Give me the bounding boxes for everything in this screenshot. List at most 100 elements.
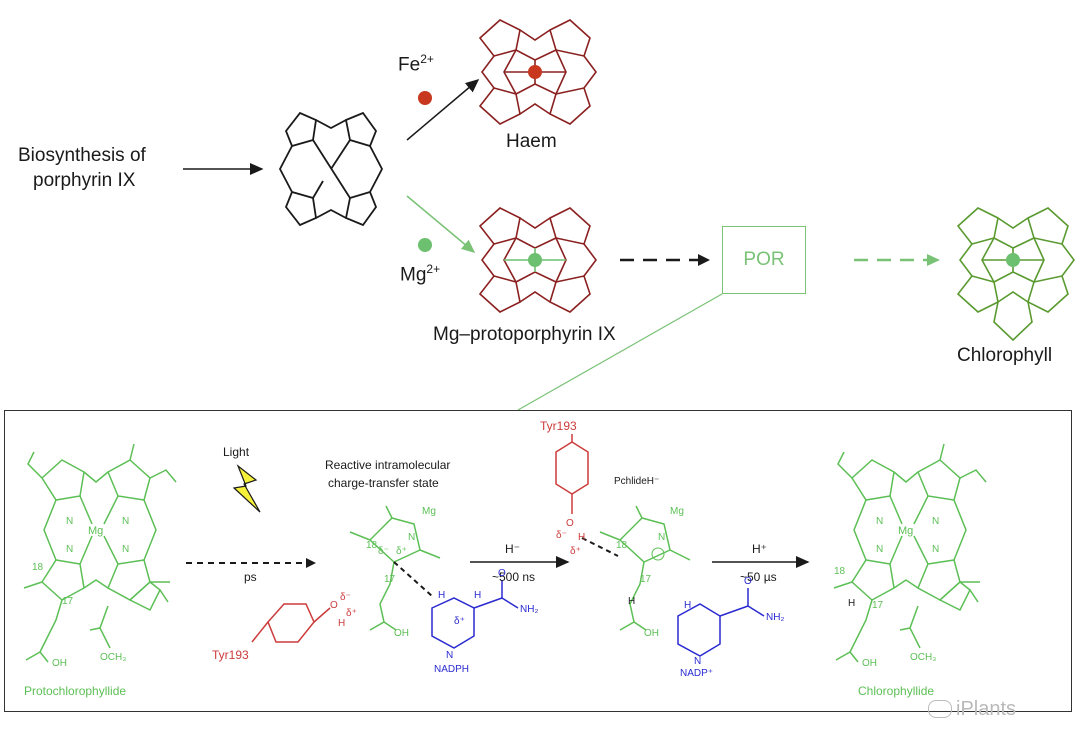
tyr-left-o-label: O bbox=[330, 600, 338, 611]
pchlide-dash bbox=[581, 537, 619, 557]
chlide-h-label: H bbox=[848, 598, 856, 609]
biosynthesis-label-line1: Biosynthesis of bbox=[18, 145, 146, 166]
fe-ion-dot bbox=[418, 91, 432, 105]
reactive-delta-plus: δ⁺ bbox=[396, 546, 407, 557]
tyr-left-h-label: H bbox=[338, 618, 346, 629]
reactive-n-label: N bbox=[408, 532, 416, 543]
nadph-h2-label: H bbox=[474, 590, 482, 601]
mg-arrow bbox=[406, 195, 476, 253]
tyr-top-o-label: O bbox=[566, 518, 574, 529]
nadph-o-label: O bbox=[498, 568, 506, 579]
reactive-state-line1: Reactive intramolecular bbox=[325, 458, 451, 472]
chlorophyll-center bbox=[1006, 253, 1020, 267]
chlide-och3-label: OCH₃ bbox=[910, 652, 937, 663]
chlorophyll-structure bbox=[956, 207, 1075, 342]
por-enzyme-box: POR bbox=[722, 226, 806, 294]
dashed-green-arrow-head bbox=[927, 254, 940, 266]
reactive-oh-label: OH bbox=[394, 628, 409, 639]
por-panel-connector bbox=[517, 293, 723, 411]
time-500ns-label: ~500 ns bbox=[492, 570, 536, 584]
nadp-label: NADP⁺ bbox=[680, 668, 714, 679]
chlide-oh-label: OH bbox=[862, 658, 877, 669]
tyr-top-structure bbox=[555, 434, 589, 514]
time-50us-label: ~50 µs bbox=[740, 570, 777, 584]
pchlide-n-label: N bbox=[658, 532, 666, 543]
tyr-left-delta-minus: δ⁻ bbox=[340, 592, 351, 603]
mg-protoporphyrin-structure bbox=[478, 207, 597, 313]
nadph-nh2-label: NH₂ bbox=[520, 604, 539, 615]
tyr-left-structure bbox=[251, 603, 331, 643]
dashed-arrow-head bbox=[698, 254, 710, 266]
nadp-h-label: H bbox=[684, 600, 692, 611]
pchlide-mg-label: Mg bbox=[670, 506, 684, 517]
nadp-n-label: N bbox=[694, 656, 702, 667]
light-label: Light bbox=[223, 445, 250, 459]
proto-oh-label: OH bbox=[52, 658, 67, 669]
nadph-h-label: H bbox=[438, 590, 446, 601]
watermark-text: iPlants bbox=[956, 698, 1017, 720]
nadp-nh2-label: NH₂ bbox=[766, 612, 785, 623]
pchlide-18-label: 18 bbox=[616, 540, 628, 551]
proto-n3-label: N bbox=[66, 544, 74, 555]
reaction-mechanism-panel bbox=[4, 410, 1072, 712]
proto-17-label: 17 bbox=[62, 596, 74, 607]
chlide-n1-label: N bbox=[876, 516, 884, 527]
mg-proto-center bbox=[528, 253, 542, 267]
nadp-o-label: O bbox=[744, 576, 752, 587]
haem-iron-center bbox=[528, 65, 542, 79]
nadph-label: NADPH bbox=[434, 664, 470, 675]
pchlide-label: PchlideH⁻ bbox=[614, 476, 660, 487]
tyr193-left-label: Tyr193 bbox=[212, 648, 249, 662]
nadph-structure bbox=[431, 580, 519, 649]
biosynthesis-label-line2: porphyrin IX bbox=[33, 170, 136, 191]
tyr-top-delta-plus: δ⁺ bbox=[570, 546, 581, 557]
mg-ion-dot bbox=[418, 238, 432, 252]
reactive-state-line2: charge-transfer state bbox=[328, 476, 439, 490]
reactive-delta-minus: δ⁻ bbox=[378, 546, 389, 557]
chat-bubble-icon bbox=[928, 700, 952, 718]
fe-ion-label: Fe2+ bbox=[398, 52, 434, 76]
reactive-mg-label: Mg bbox=[422, 506, 436, 517]
haem-structure bbox=[478, 19, 597, 125]
tyr-left-delta-plus: δ⁺ bbox=[346, 608, 357, 619]
chlide-n2-label: N bbox=[932, 516, 940, 527]
nadph-delta-plus: δ⁺ bbox=[454, 616, 465, 627]
chlorophyllide-label: Chlorophyllide bbox=[858, 684, 935, 698]
ps-arrow-head bbox=[306, 558, 316, 568]
reactive-18-label: 18 bbox=[366, 540, 378, 551]
porphyrin-ix-structure bbox=[278, 111, 384, 227]
hminus-label: H⁻ bbox=[505, 542, 520, 556]
protochlorophyllide-label: Protochlorophyllide bbox=[24, 684, 127, 698]
lightning-icon bbox=[232, 464, 261, 513]
proto-n1-label: N bbox=[66, 516, 74, 527]
protochlorophyllide-structure bbox=[23, 443, 177, 663]
proto-n4-label: N bbox=[122, 544, 130, 555]
negative-charge-circle bbox=[651, 547, 665, 561]
chlorophyllide-mg-glyph: Mg bbox=[898, 525, 913, 537]
nadph-n-label: N bbox=[446, 650, 454, 661]
fe-arrow bbox=[406, 79, 480, 141]
chlorophyll-label: Chlorophyll bbox=[957, 345, 1053, 366]
reactive-17-label: 17 bbox=[384, 574, 396, 585]
mg-protoporphyrin-label: Mg–protoporphyrin IX bbox=[433, 324, 616, 345]
mg-ion-label: Mg2+ bbox=[400, 262, 441, 286]
tyr-top-delta-minus: δ⁻ bbox=[556, 530, 567, 541]
chlide-n4-label: N bbox=[932, 544, 940, 555]
por-label: POR bbox=[743, 249, 785, 270]
nadp-structure bbox=[677, 588, 765, 657]
proto-n2-label: N bbox=[122, 516, 130, 527]
chlorophyllide-structure bbox=[833, 443, 987, 663]
pchlide-intermediate-structure bbox=[599, 505, 691, 631]
haem-label: Haem bbox=[506, 131, 557, 152]
proto-mg-glyph: Mg bbox=[88, 525, 103, 537]
pchlide-17-label: 17 bbox=[640, 574, 652, 585]
hplus-label: H⁺ bbox=[752, 542, 767, 556]
reactive-intermediate-structure bbox=[349, 505, 441, 631]
proto-18-label: 18 bbox=[32, 562, 44, 573]
tyr-top-h-label: H bbox=[578, 532, 586, 543]
chlide-18-label: 18 bbox=[834, 566, 846, 577]
chlide-17-label: 17 bbox=[872, 600, 884, 611]
tyr193-top-label: Tyr193 bbox=[540, 419, 577, 433]
pchlide-oh-label: OH bbox=[644, 628, 659, 639]
